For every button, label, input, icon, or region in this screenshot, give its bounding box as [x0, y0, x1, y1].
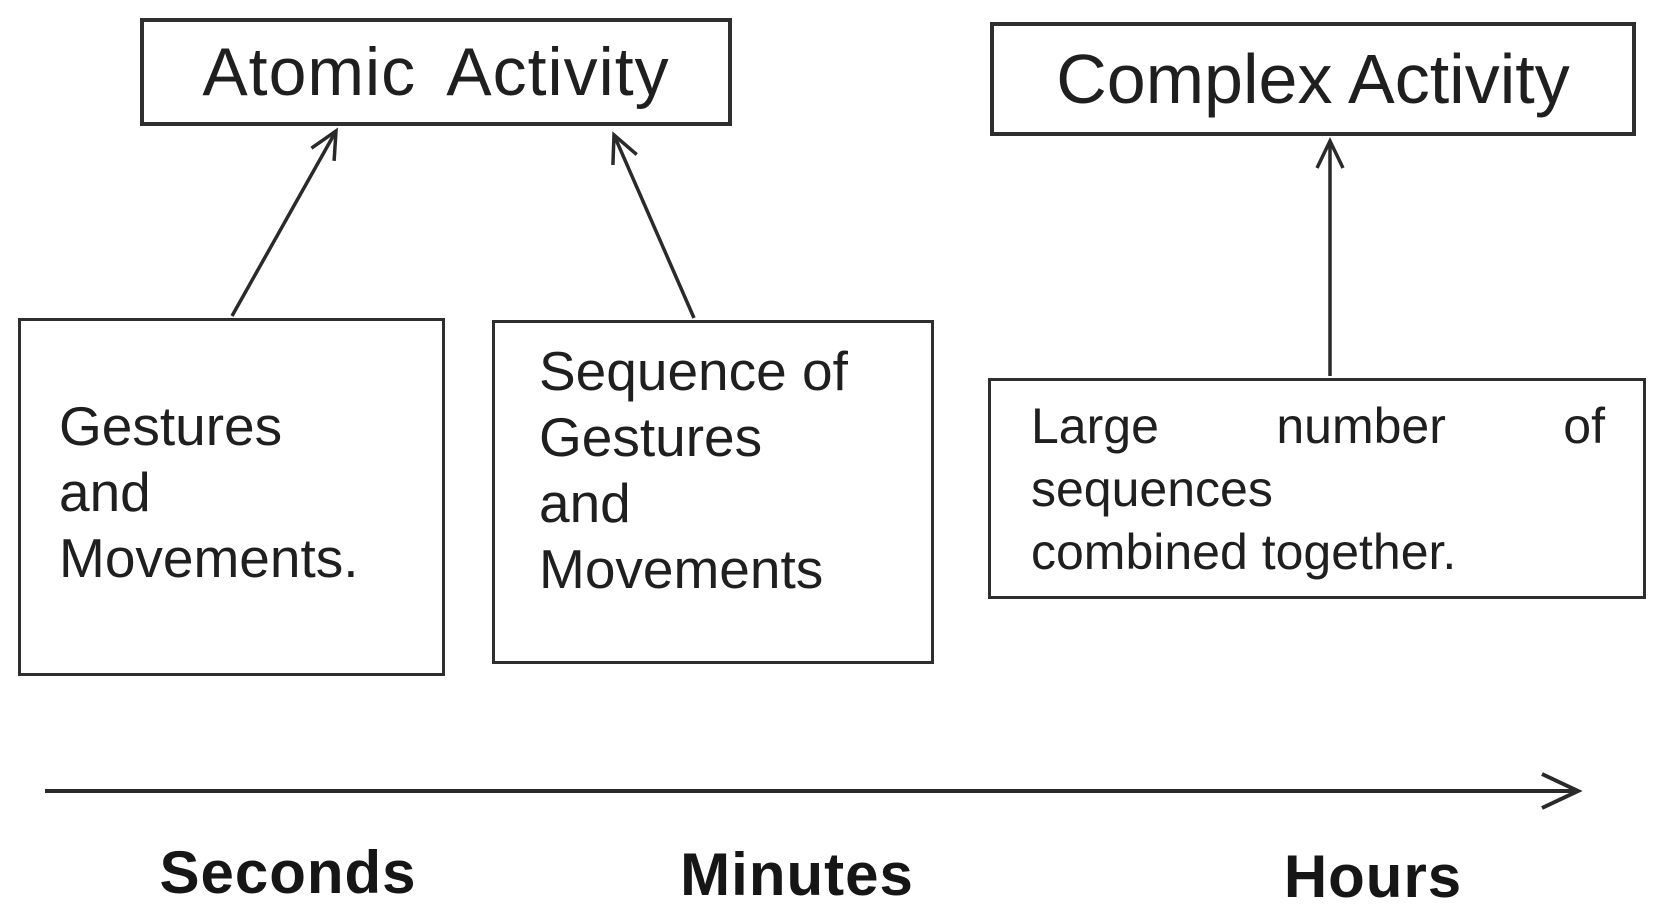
large-number-word-number: number — [1276, 398, 1446, 454]
gestures-line-2: and — [59, 461, 151, 523]
arrow-gestures-to-atomic — [230, 127, 338, 317]
gestures-line-1: Gestures — [59, 395, 283, 457]
large-number-word-of: of — [1563, 398, 1605, 454]
sequence-line-1: Sequence of — [539, 340, 848, 402]
sequence-line-4: Movements — [539, 538, 824, 600]
gestures-line-3: Movements. — [59, 527, 359, 589]
sequence-box: Sequence of Gestures and Movements — [492, 320, 934, 664]
large-number-line-1: Large number of — [1031, 395, 1605, 458]
large-number-word-large: Large — [1031, 398, 1159, 454]
complex-activity-box: Complex Activity — [990, 22, 1636, 136]
large-number-line-2: sequences — [1031, 461, 1273, 517]
complex-activity-label: Complex Activity — [1056, 40, 1570, 118]
atomic-activity-label: Atomic Activity — [202, 34, 670, 110]
timeline-label-minutes: Minutes — [680, 841, 914, 908]
atomic-activity-box: Atomic Activity — [140, 18, 732, 126]
sequence-line-2: Gestures — [539, 406, 763, 468]
large-number-line-3: combined together. — [1031, 524, 1457, 580]
timeline-label-hours: Hours — [1283, 843, 1463, 910]
sequence-line-3: and — [539, 472, 631, 534]
gestures-box: Gestures and Movements. — [18, 318, 445, 676]
timeline-label-seconds: Seconds — [159, 839, 417, 906]
large-number-box: Large number of sequences combined toget… — [988, 378, 1646, 599]
arrow-sequence-to-atomic — [611, 131, 696, 319]
